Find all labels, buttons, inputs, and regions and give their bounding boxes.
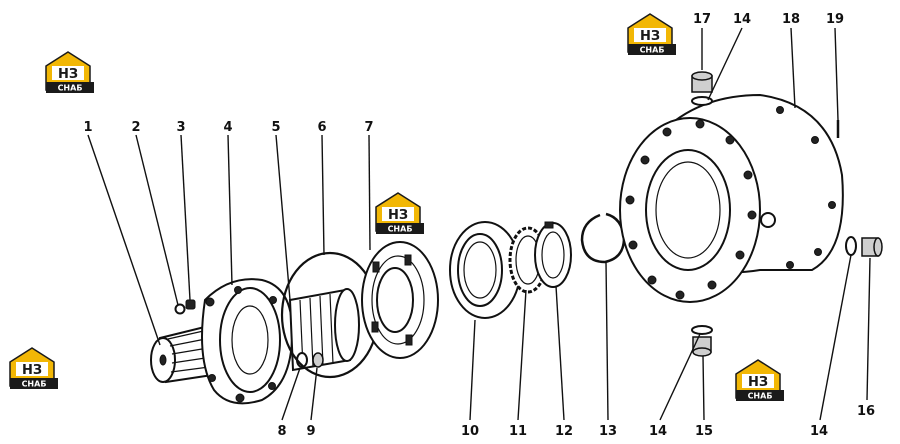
part-10-bearing-ring — [449, 221, 521, 319]
part-15-plug-bottom — [692, 336, 712, 357]
part-14-washer-right — [845, 236, 857, 256]
callout-15: 15 — [695, 424, 713, 439]
watermark-logo-2: НЗ СНАБ — [627, 13, 676, 55]
callout-3: 3 — [176, 120, 185, 135]
watermark-logo-5: НЗ СНАБ — [735, 359, 784, 401]
part-14-washer-top — [691, 96, 713, 106]
watermark-logo-4: НЗ СНАБ — [9, 347, 58, 389]
svg-text:НЗ: НЗ — [22, 363, 42, 378]
svg-text:НЗ: НЗ — [748, 375, 768, 390]
part-2-bolt — [174, 303, 186, 315]
callout-labels: 1 2 3 4 5 6 7 8 9 10 11 12 13 14 15 14 1… — [83, 12, 875, 439]
callout-2: 2 — [131, 120, 140, 135]
callout-19: 19 — [826, 12, 844, 27]
svg-text:НЗ: НЗ — [388, 208, 408, 223]
callout-18: 18 — [782, 12, 800, 27]
part-14-washer-bottom — [691, 325, 713, 335]
callout-9: 9 — [306, 424, 315, 439]
svg-text:НЗ: НЗ — [58, 67, 78, 82]
callout-6: 6 — [317, 120, 326, 135]
callout-5: 5 — [271, 120, 280, 135]
callout-16: 16 — [857, 404, 875, 419]
callout-10: 10 — [461, 424, 479, 439]
part-3-nut — [185, 299, 196, 310]
svg-text:СНАБ: СНАБ — [58, 84, 83, 93]
svg-text:СНАБ: СНАБ — [22, 380, 47, 389]
part-17-plug — [691, 71, 713, 93]
callout-4: 4 — [223, 120, 232, 135]
part-12-lock-nut — [534, 221, 572, 288]
svg-text:СНАБ: СНАБ — [388, 225, 413, 234]
part-13-snap-ring — [580, 212, 626, 264]
callout-14-right: 14 — [810, 424, 828, 439]
callout-14-top: 14 — [733, 12, 751, 27]
callout-8: 8 — [277, 424, 286, 439]
part-9-nut — [312, 352, 324, 368]
callout-17: 17 — [693, 12, 711, 27]
callout-1: 1 — [83, 120, 92, 135]
watermark-logo-1: НЗ СНАБ — [45, 51, 94, 93]
callout-13: 13 — [599, 424, 617, 439]
leader-lines — [87, 27, 871, 421]
svg-text:СНАБ: СНАБ — [748, 392, 773, 401]
part-5-splined-collar — [288, 288, 360, 372]
callout-7: 7 — [364, 120, 373, 135]
svg-text:НЗ: НЗ — [640, 29, 660, 44]
part-7-tapered-bearing — [361, 241, 439, 359]
watermark-logo-3: НЗ СНАБ — [375, 192, 424, 234]
part-18-hub-housing — [619, 93, 844, 303]
callout-14-bottom: 14 — [649, 424, 667, 439]
svg-text:СНАБ: СНАБ — [640, 46, 665, 55]
callout-12: 12 — [555, 424, 573, 439]
part-4-hub-flange — [201, 278, 294, 405]
callout-11: 11 — [509, 424, 527, 439]
part-16-plug-right — [861, 237, 883, 257]
